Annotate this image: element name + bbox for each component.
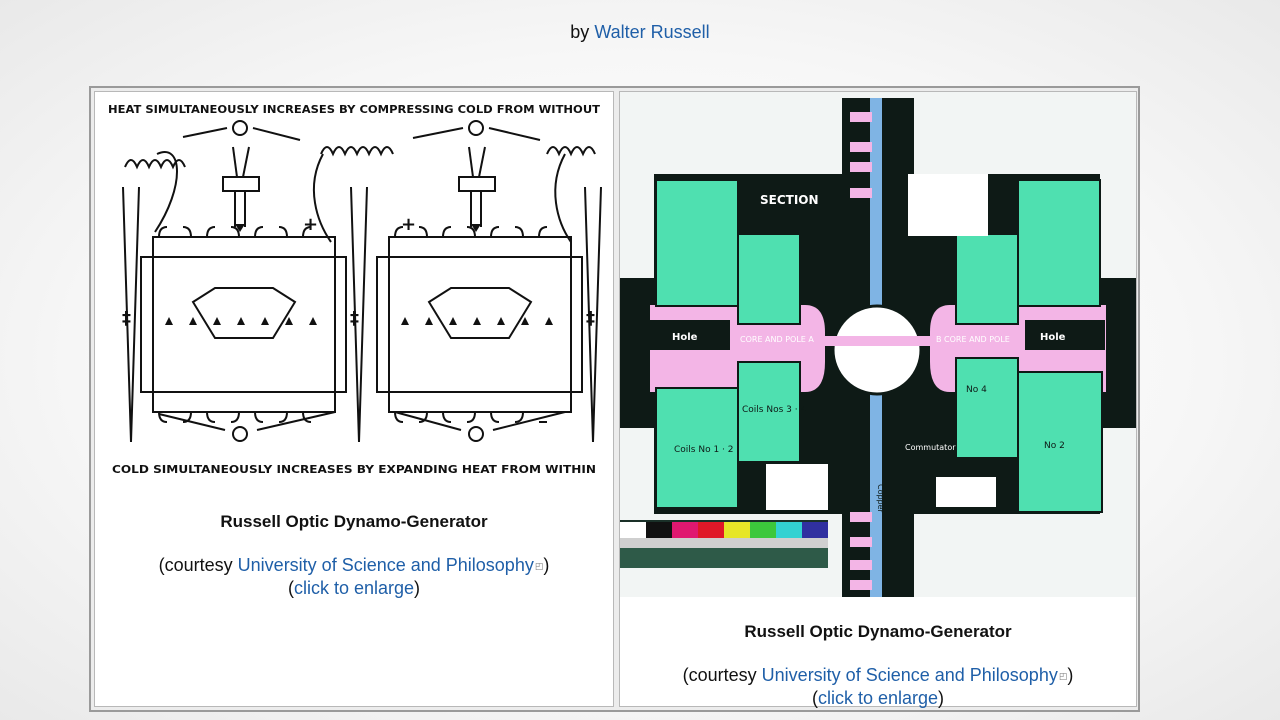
left-image-title: Russell Optic Dynamo-Generator xyxy=(220,512,488,531)
photo-label-hole-right: Hole xyxy=(1040,332,1066,343)
photo-label-coils-12: Coils No 1 · 2 xyxy=(674,445,733,455)
right-courtesy-line: (courtesy University of Science and Phil… xyxy=(620,664,1136,687)
photo-label-copper: Copper xyxy=(876,484,885,514)
left-enlarge-open: ( xyxy=(287,578,294,598)
left-courtesy-close: ) xyxy=(543,555,550,575)
dynamo-photo-image[interactable]: SECTION Hole Hole CORE AND POLE A B CORE… xyxy=(620,92,1136,597)
left-enlarge-link[interactable]: click to enlarge xyxy=(293,578,415,598)
left-courtesy-link[interactable]: University of Science and Philosophy xyxy=(237,555,534,575)
byline: by Walter Russell xyxy=(0,22,1280,43)
svg-text:‡: ‡ xyxy=(586,308,595,329)
svg-text:‡: ‡ xyxy=(350,308,359,329)
left-courtesy-line: (courtesy University of Science and Phil… xyxy=(95,554,613,577)
photo-label-core-b: B CORE AND POLE xyxy=(936,335,1010,344)
photo-label-coils-34: Coils Nos 3 · 4 xyxy=(742,405,806,415)
right-enlarge-open: ( xyxy=(811,688,818,708)
gallery-frame: HEAT SIMULTANEOUSLY INCREASES BY COMPRES… xyxy=(89,86,1140,712)
photo-label-no4: No 4 xyxy=(966,385,987,395)
right-courtesy-open: (courtesy xyxy=(682,665,762,685)
left-enlarge-line: (click to enlarge) xyxy=(95,577,613,599)
right-enlarge-link[interactable]: click to enlarge xyxy=(817,688,939,708)
author-link[interactable]: Walter Russell xyxy=(594,22,710,42)
photo-label-section: SECTION xyxy=(760,193,819,207)
photo-label-core-a: CORE AND POLE A xyxy=(740,335,814,344)
right-courtesy-link[interactable]: University of Science and Philosophy xyxy=(761,665,1058,685)
diagram-bottom-text: COLD SIMULTANEOUSLY INCREASES BY EXPANDI… xyxy=(112,463,596,476)
svg-text:+: + xyxy=(303,214,318,235)
left-courtesy-open: (courtesy xyxy=(158,555,238,575)
right-enlarge-close: ) xyxy=(938,688,945,708)
external-link-icon: ◰ xyxy=(534,561,544,571)
photo-label-no2: No 2 xyxy=(1044,441,1065,451)
dynamo-diagram-image[interactable]: HEAT SIMULTANEOUSLY INCREASES BY COMPRES… xyxy=(95,92,613,477)
svg-text:+: + xyxy=(401,214,416,235)
photo-label-hole-left: Hole xyxy=(672,332,698,343)
left-enlarge-close: ) xyxy=(414,578,421,598)
right-gallery-panel: SECTION Hole Hole CORE AND POLE A B CORE… xyxy=(619,91,1137,709)
external-link-icon: ◰ xyxy=(1058,671,1068,681)
photo-label-commutator: Commutator xyxy=(905,443,956,452)
left-gallery-panel: HEAT SIMULTANEOUSLY INCREASES BY COMPRES… xyxy=(94,91,614,707)
byline-prefix: by xyxy=(570,22,590,42)
left-caption: Russell Optic Dynamo-Generator (courtesy… xyxy=(95,512,613,599)
right-image-title: Russell Optic Dynamo-Generator xyxy=(744,622,1012,641)
right-courtesy-close: ) xyxy=(1067,665,1074,685)
right-enlarge-line: (click to enlarge) xyxy=(620,687,1136,709)
svg-text:‡: ‡ xyxy=(122,308,131,329)
diagram-top-text: HEAT SIMULTANEOUSLY INCREASES BY COMPRES… xyxy=(108,103,601,116)
right-caption: Russell Optic Dynamo-Generator (courtesy… xyxy=(620,622,1136,709)
